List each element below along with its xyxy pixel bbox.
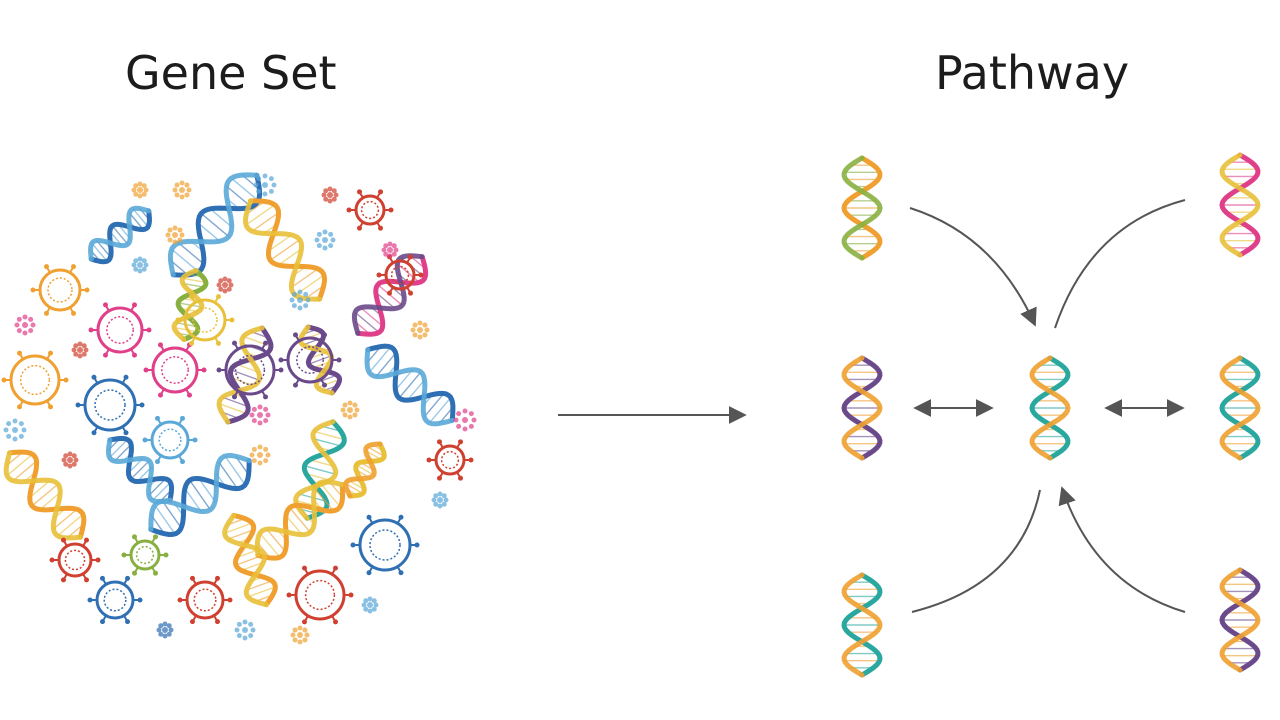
molecule-dots-icon: [165, 225, 185, 245]
arrow-bottom-left-to-center: [911, 489, 1041, 613]
molecule-dots-icon: [172, 180, 192, 200]
molecule-dots-icon: [290, 625, 310, 645]
protein-icon: [177, 575, 233, 625]
dna-helix-icon: [3, 449, 87, 541]
arrow-bottom-right-to-center: [1058, 486, 1186, 613]
dna-helix-icon: [167, 172, 263, 278]
gene-set-title: Gene Set: [125, 46, 337, 100]
protein-icon: [121, 534, 169, 576]
molecule-dots-icon: [410, 320, 430, 340]
protein-icon: [87, 575, 143, 625]
arrow-top-left-to-center: [909, 207, 1037, 327]
gene-set-cluster: [1, 172, 477, 645]
molecule-dots-icon: [14, 314, 36, 336]
pathway-gene-bottom-left: [841, 572, 883, 678]
dna-helix-icon: [243, 198, 327, 302]
dna-helix-icon: [88, 205, 152, 265]
molecule-dots-icon: [381, 241, 399, 259]
dna-helix-icon: [254, 479, 346, 561]
protein-icon: [216, 340, 284, 400]
molecule-dots-icon: [71, 341, 89, 359]
pathway-gene-mid-left: [841, 355, 883, 461]
molecule-dots-icon: [340, 400, 360, 420]
protein-icon: [142, 415, 198, 465]
protein-icon: [286, 565, 354, 625]
molecule-dots-icon: [216, 276, 234, 294]
protein-icon: [278, 332, 342, 388]
molecule-dots-icon: [249, 444, 271, 466]
protein-icon: [175, 294, 235, 346]
molecule-dots-icon: [314, 229, 336, 251]
protein-icon: [49, 537, 101, 583]
protein-icon: [350, 514, 420, 576]
arrow-center-to-top-right: [1054, 199, 1186, 329]
molecule-dots-icon: [156, 621, 174, 639]
protein-icon: [30, 264, 90, 316]
pathway-gene-top-left: [841, 155, 883, 261]
dna-helix-icon: [364, 343, 456, 427]
pathway-title: Pathway: [935, 46, 1130, 100]
molecule-dots-icon: [361, 596, 379, 614]
protein-icon: [88, 302, 152, 358]
molecule-dots-icon: [61, 451, 79, 469]
molecule-dots-icon: [3, 418, 27, 442]
protein-icon: [346, 189, 394, 231]
protein-icon: [75, 374, 145, 436]
protein-icon: [1, 350, 69, 410]
molecule-dots-icon: [249, 404, 271, 426]
dna-helix-icon: [106, 436, 174, 504]
protein-icon: [426, 439, 474, 481]
molecule-dots-icon: [253, 173, 277, 197]
pathway-gene-top-right: [1219, 152, 1261, 258]
molecule-dots-icon: [289, 289, 311, 311]
molecule-dots-icon: [431, 491, 449, 509]
molecule-dots-icon: [234, 619, 256, 641]
pathway-gene-bottom-right: [1219, 567, 1261, 673]
molecule-dots-icon: [131, 181, 149, 199]
dna-helix-icon: [222, 512, 278, 608]
molecule-dots-icon: [321, 186, 339, 204]
molecule-dots-icon: [453, 408, 477, 432]
pathway-gene-center: [1029, 355, 1071, 461]
protein-icon: [143, 342, 207, 398]
molecule-dots-icon: [131, 256, 149, 274]
dna-helix-icon: [343, 441, 387, 499]
pathway-gene-mid-right: [1219, 355, 1261, 461]
pathway-network: [841, 152, 1261, 678]
